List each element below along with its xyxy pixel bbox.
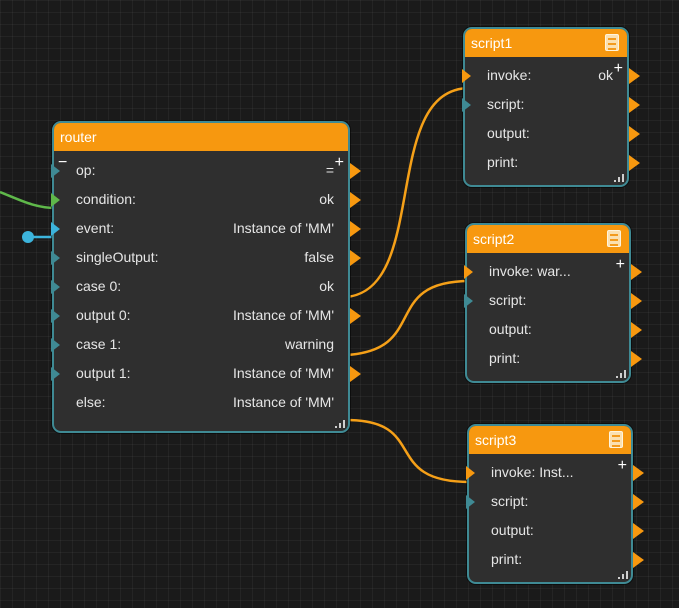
router-node[interactable]: router − + op: = condition: ok event: In… — [51, 121, 361, 433]
resize-grip-icon[interactable] — [618, 571, 628, 579]
script2-row-script[interactable]: script: — [464, 286, 642, 315]
router-row-condition[interactable]: condition: ok — [51, 185, 361, 214]
output-port[interactable] — [631, 293, 642, 309]
script3-row-print[interactable]: print: — [469, 545, 644, 574]
add-row-icon[interactable]: + — [617, 457, 627, 474]
script3-row-invoke[interactable]: invoke: Inst... — [466, 458, 644, 487]
input-port[interactable] — [466, 495, 475, 509]
output-port[interactable] — [631, 322, 642, 338]
wire-else-to-script3 — [345, 418, 471, 484]
router-row-case1[interactable]: case 1: warning — [51, 330, 348, 359]
input-port[interactable] — [51, 251, 60, 265]
wire-case1-to-script2 — [345, 279, 471, 357]
remove-row-icon[interactable]: − — [58, 154, 68, 171]
input-port[interactable] — [51, 280, 60, 294]
input-port[interactable] — [51, 193, 60, 207]
router-node-title: router — [60, 129, 97, 145]
output-port[interactable] — [633, 494, 644, 510]
wire-case0-to-script1 — [345, 86, 471, 299]
output-port[interactable] — [350, 250, 361, 266]
router-node-header[interactable]: router — [54, 123, 348, 151]
router-row-op[interactable]: op: = — [51, 156, 361, 185]
input-port[interactable] — [51, 338, 60, 352]
router-row-output0[interactable]: output 0: Instance of 'MM' — [51, 301, 361, 330]
input-port[interactable] — [462, 98, 471, 112]
input-port[interactable] — [462, 69, 471, 83]
script1-row-script[interactable]: script: — [462, 90, 640, 119]
input-port[interactable] — [51, 222, 60, 236]
add-row-icon[interactable]: + — [613, 60, 623, 77]
script3-node[interactable]: script3 + invoke: Inst... script: output… — [466, 424, 644, 584]
router-row-event[interactable]: event: Instance of 'MM' — [51, 214, 361, 243]
script1-node-title: script1 — [471, 35, 513, 51]
output-port[interactable] — [350, 221, 361, 237]
output-port[interactable] — [631, 264, 642, 280]
script2-node-title: script2 — [473, 231, 515, 247]
input-port[interactable] — [51, 367, 60, 381]
input-port[interactable] — [51, 309, 60, 323]
output-port[interactable] — [629, 126, 640, 142]
node-menu-icon[interactable] — [605, 34, 619, 51]
output-port[interactable] — [350, 163, 361, 179]
script3-node-title: script3 — [475, 432, 517, 448]
output-port[interactable] — [633, 465, 644, 481]
resize-grip-icon[interactable] — [335, 420, 345, 428]
output-port[interactable] — [633, 552, 644, 568]
resize-grip-icon[interactable] — [616, 370, 626, 378]
script2-row-print[interactable]: print: — [467, 344, 642, 373]
script1-node[interactable]: script1 + invoke: ok script: output: pri… — [462, 27, 640, 187]
output-port[interactable] — [631, 351, 642, 367]
router-row-else[interactable]: else: Instance of 'MM' — [76, 394, 334, 410]
router-row-output1[interactable]: output 1: Instance of 'MM' — [51, 359, 361, 388]
script2-node[interactable]: script2 + invoke: war... script: output:… — [464, 223, 642, 383]
script3-node-header[interactable]: script3 — [469, 426, 631, 454]
add-row-icon[interactable]: + — [615, 256, 625, 273]
resize-grip-icon[interactable] — [614, 174, 624, 182]
script1-row-print[interactable]: print: — [465, 148, 640, 177]
output-port[interactable] — [629, 155, 640, 171]
router-row-singleoutput[interactable]: singleOutput: false — [51, 243, 361, 272]
router-row-case0[interactable]: case 0: ok — [51, 272, 348, 301]
script2-node-header[interactable]: script2 — [467, 225, 629, 253]
script3-row-script[interactable]: script: — [466, 487, 644, 516]
node-menu-icon[interactable] — [607, 230, 621, 247]
script1-row-invoke[interactable]: invoke: ok — [462, 61, 640, 90]
script3-row-output[interactable]: output: — [469, 516, 644, 545]
output-port[interactable] — [629, 97, 640, 113]
input-port[interactable] — [464, 294, 473, 308]
script2-row-invoke[interactable]: invoke: war... — [464, 257, 642, 286]
input-port[interactable] — [464, 265, 473, 279]
script1-node-header[interactable]: script1 — [465, 29, 627, 57]
script2-row-output[interactable]: output: — [467, 315, 642, 344]
script1-row-output[interactable]: output: — [465, 119, 640, 148]
output-port[interactable] — [350, 308, 361, 324]
output-port[interactable] — [629, 68, 640, 84]
input-port[interactable] — [51, 164, 60, 178]
output-port[interactable] — [350, 192, 361, 208]
output-port[interactable] — [350, 366, 361, 382]
wire-condition-in — [0, 190, 57, 210]
add-row-icon[interactable]: + — [334, 154, 344, 171]
node-menu-icon[interactable] — [609, 431, 623, 448]
input-port[interactable] — [466, 466, 475, 480]
output-port[interactable] — [633, 523, 644, 539]
wire-event-source-dot — [22, 231, 34, 243]
